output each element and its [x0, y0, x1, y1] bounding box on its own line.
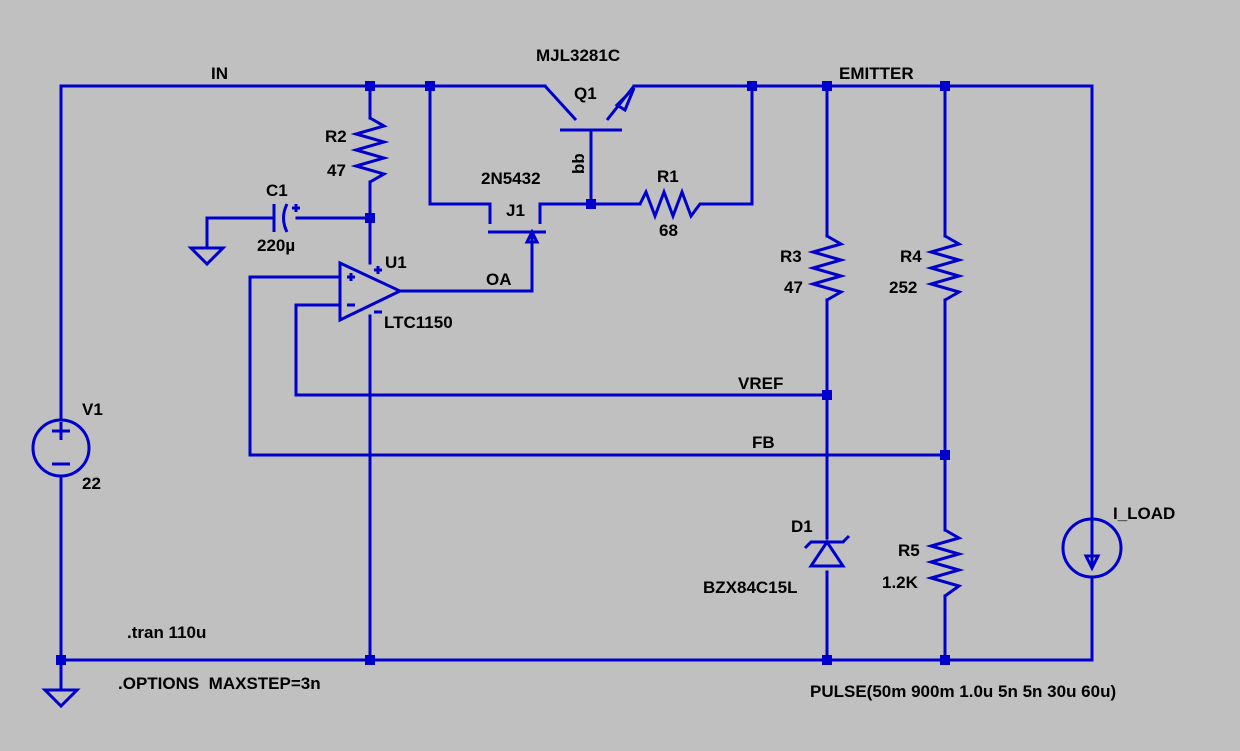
v1-voltage-source-symbol [31, 418, 91, 478]
r2-resistor-symbol [350, 116, 390, 184]
wires [59, 84, 1094, 692]
c1-capacitor-symbol [272, 203, 300, 233]
wire-r1-emitter [700, 84, 754, 206]
net-label-bb: bb [569, 153, 588, 174]
r1-resistor-symbol [638, 187, 702, 221]
r3-resistor-symbol [807, 234, 847, 302]
net-label-fb: FB [752, 433, 775, 452]
net-label-vref: VREF [738, 374, 783, 393]
junction [822, 81, 832, 91]
j1-value: 2N5432 [481, 169, 541, 188]
r4-ref: R4 [900, 247, 922, 266]
junction [940, 655, 950, 665]
i-load-ref: I_LOAD [1113, 504, 1175, 523]
ground-icon [41, 688, 81, 709]
u1-ref: U1 [385, 253, 407, 272]
junction [822, 390, 832, 400]
v1-value: 22 [82, 474, 101, 493]
wire-fb [248, 275, 947, 457]
i-load-current-source-symbol [1061, 517, 1123, 579]
q1-ref: Q1 [574, 84, 597, 103]
v1-ref: V1 [82, 400, 103, 419]
junction [365, 81, 375, 91]
net-label-in: IN [211, 64, 228, 83]
junction [940, 81, 950, 91]
i-load-value: PULSE(50m 900m 1.0u 5n 5n 30u 60u) [810, 682, 1116, 701]
q1-value: MJL3281C [536, 46, 620, 65]
r5-ref: R5 [898, 541, 920, 560]
ground-icon [187, 246, 227, 267]
junctions [56, 81, 950, 665]
r3-ref: R3 [780, 247, 802, 266]
r5-resistor-symbol [925, 528, 965, 598]
d1-value: BZX84C15L [703, 578, 797, 597]
options-directive: .OPTIONS MAXSTEP=3n [118, 674, 321, 693]
r1-ref: R1 [657, 167, 679, 186]
r2-ref: R2 [325, 127, 347, 146]
wire-j1-drain [428, 84, 492, 206]
wire-ground-rail [59, 576, 1094, 662]
r4-resistor-symbol [925, 234, 965, 302]
junction [425, 81, 435, 91]
r4-value: 252 [889, 278, 917, 297]
r3-value: 47 [784, 278, 803, 297]
j1-jfet-symbol [488, 204, 546, 244]
net-label-emitter: EMITTER [839, 64, 914, 83]
wire-oa [398, 240, 534, 293]
q1-transistor-symbol [543, 84, 636, 132]
d1-ref: D1 [791, 517, 813, 536]
tran-directive: .tran 110u [127, 623, 206, 642]
junction [365, 655, 375, 665]
labels: IN MJL3281C Q1 EMITTER bb R2 47 C1 220µ … [82, 46, 1175, 701]
wire-emitter-rail [632, 84, 1094, 534]
junction [940, 450, 950, 460]
u1-value: LTC1150 [384, 313, 453, 332]
r2-value: 47 [327, 161, 346, 180]
wire-vref [294, 303, 829, 397]
wire-c1 [205, 216, 372, 250]
junction [822, 655, 832, 665]
u1-opamp-symbol [338, 260, 404, 323]
junction [586, 199, 596, 209]
c1-value: 220µ [257, 236, 295, 255]
j1-ref: J1 [506, 201, 525, 220]
r1-value: 68 [659, 221, 678, 240]
junction [56, 655, 66, 665]
junction [747, 81, 757, 91]
net-label-oa: OA [486, 270, 512, 289]
r5-value: 1.2K [882, 573, 919, 592]
junction [365, 213, 375, 223]
c1-ref: C1 [266, 181, 288, 200]
d1-zener-symbol [803, 534, 851, 568]
